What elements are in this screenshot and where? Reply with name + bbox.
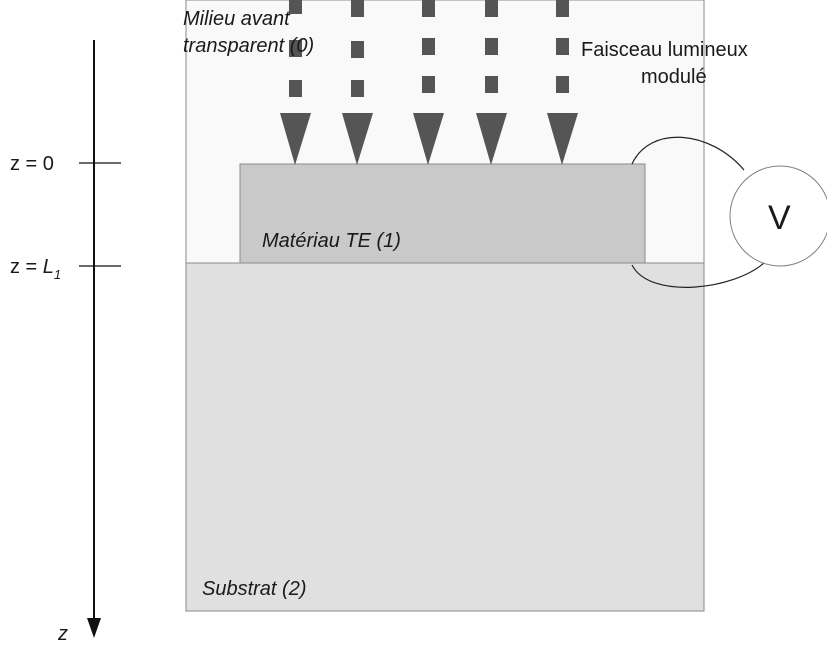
- zl1-label: z = L1: [10, 256, 61, 282]
- voltmeter-wire-top: [631, 136, 745, 171]
- voltmeter-label: V: [768, 199, 791, 237]
- front-medium-label-line1: Milieu avant: [183, 8, 291, 30]
- z0-label: z = 0: [10, 153, 54, 175]
- zl1-symbol: L: [43, 256, 54, 278]
- beam-label-line2: modulé: [641, 66, 707, 88]
- z-axis-name: z: [57, 623, 68, 645]
- substrate-label: Substrat (2): [202, 578, 306, 600]
- beam-arrow: [413, 0, 444, 165]
- beam-arrow: [547, 0, 578, 165]
- zl1-subscript: 1: [54, 267, 61, 282]
- light-beam-arrows: [280, 0, 578, 165]
- te-material-label: Matériau TE (1): [262, 230, 401, 252]
- substrate-region: [185, 262, 705, 612]
- beam-arrow: [476, 0, 507, 165]
- beam-arrow: [342, 0, 373, 165]
- beam-arrow: [280, 0, 311, 165]
- voltmeter-wire-bottom: [631, 261, 766, 288]
- z-axis-arrowhead: [87, 618, 101, 638]
- voltmeter-circle: [729, 165, 827, 267]
- front-medium-label-line2: transparent (0): [183, 35, 314, 57]
- zl1-prefix: z =: [10, 256, 43, 278]
- beam-label-line1: Faisceau lumineux: [581, 39, 748, 61]
- te-material-layer: [239, 163, 646, 264]
